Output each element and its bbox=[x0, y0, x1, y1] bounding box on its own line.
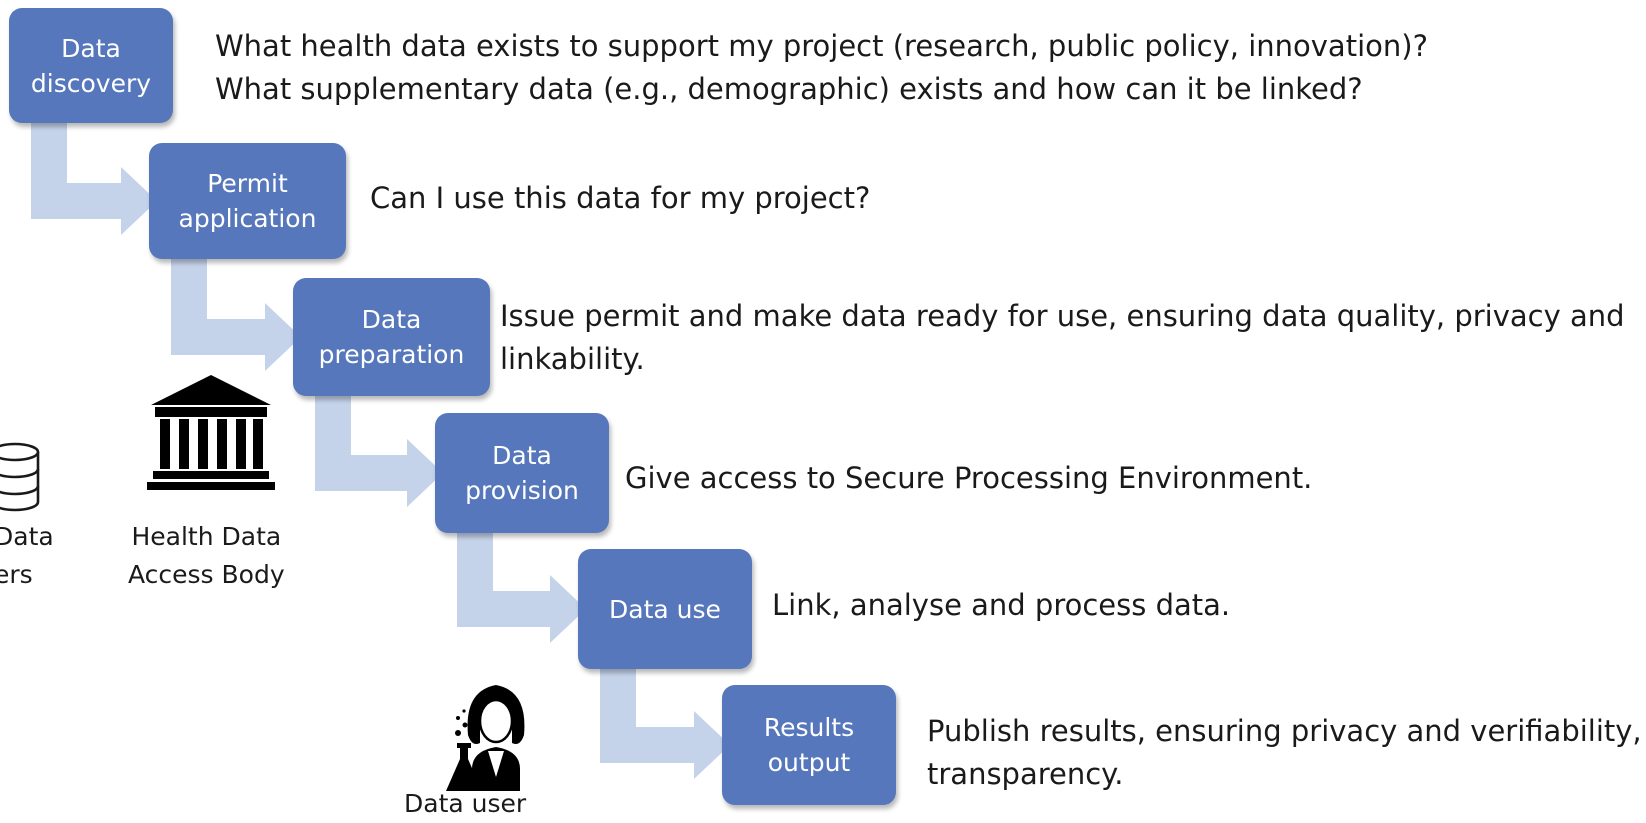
step-description-data-preparation: Issue permit and make data ready for use… bbox=[500, 299, 1625, 376]
connector-arrow bbox=[171, 253, 301, 371]
step-box-data-preparation: Data preparation bbox=[293, 278, 490, 396]
step-box-data-use: Data use bbox=[578, 549, 752, 669]
data-holders-label: Data ers bbox=[0, 522, 54, 589]
institution-icon bbox=[147, 375, 275, 490]
step-description-data-provision: Give access to Secure Processing Environ… bbox=[625, 461, 1313, 495]
database-icon bbox=[0, 442, 40, 512]
health-data-access-body-label: Health Data Access Body bbox=[128, 522, 285, 589]
step-description-results-output: Publish results, ensuring privacy and ve… bbox=[927, 714, 1642, 791]
connector-arrow bbox=[31, 117, 157, 235]
step-box-permit-application: Permit application bbox=[149, 143, 346, 259]
connector-arrow bbox=[315, 390, 443, 507]
connector-arrow bbox=[457, 527, 586, 643]
data-user-label: Data user bbox=[404, 789, 527, 818]
step-description-data-discovery: What health data exists to support my pr… bbox=[215, 29, 1428, 106]
step-box-results-output: Results output bbox=[722, 685, 896, 805]
step-description-permit-application: Can I use this data for my project? bbox=[370, 181, 871, 215]
step-box-data-provision: Data provision bbox=[435, 413, 609, 533]
step-box-data-discovery: Data discovery bbox=[9, 8, 173, 123]
step-description-data-use: Link, analyse and process data. bbox=[772, 588, 1231, 622]
connector-arrow bbox=[600, 663, 730, 779]
scientist-icon bbox=[446, 685, 525, 791]
